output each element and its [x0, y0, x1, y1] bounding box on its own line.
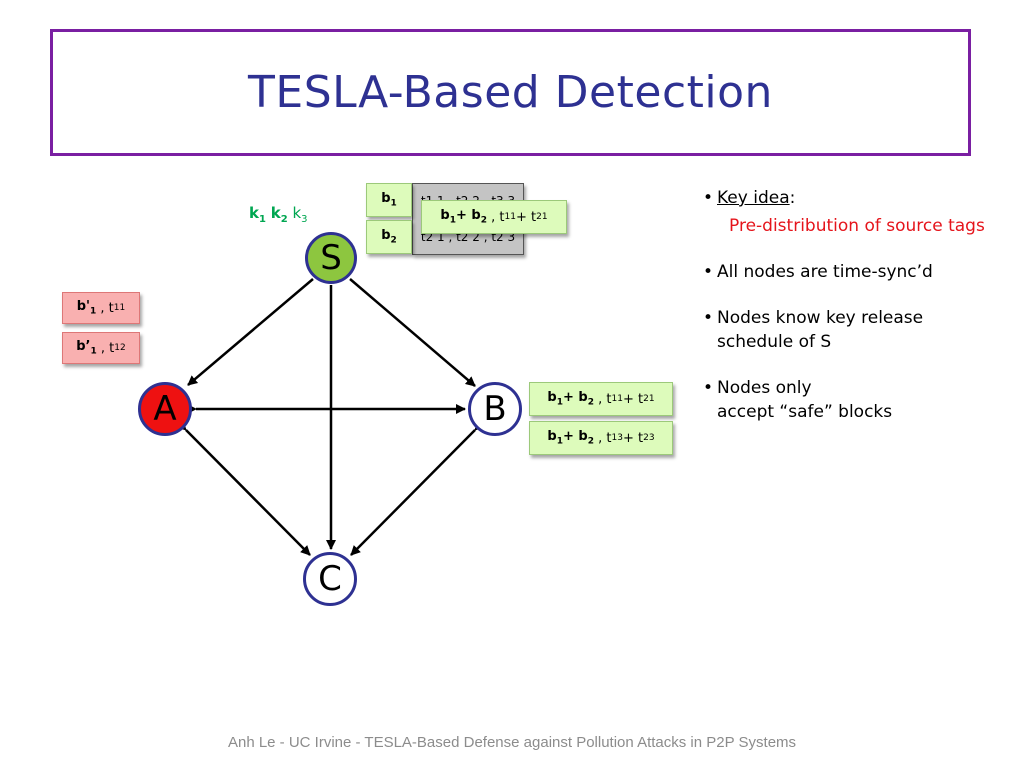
node-c: C [303, 552, 357, 606]
slide-title: TESLA-Based Detection [248, 67, 773, 118]
bullet-key-idea: • Key idea: Pre-distribution of source t… [703, 186, 1018, 238]
title-frame: TESLA-Based Detection [50, 29, 971, 156]
bullet-dot-icon: • [703, 262, 714, 282]
bullet-dot-icon: • [703, 308, 714, 328]
bullet-safe-blocks: • Nodes only accept “safe” blocks [703, 378, 893, 422]
bullet-key-release: • Nodes know key release schedule of S [703, 308, 924, 352]
block-b1: b1 [366, 183, 412, 217]
bullet-time-sync: • All nodes are time-sync’d [703, 262, 933, 282]
bullet-list: • Key idea: Pre-distribution of source t… [703, 186, 1018, 446]
node-b: B [468, 382, 522, 436]
node-source: S [305, 232, 357, 284]
edge-s-b [349, 278, 476, 387]
slide-footer: Anh Le - UC Irvine - TESLA-Based Defense… [227, 734, 797, 751]
edge-a-c [176, 420, 311, 556]
edge-s-a [187, 278, 314, 386]
node-attacker-a: A [138, 382, 192, 436]
bullet-dot-icon: • [703, 378, 714, 398]
block-b2: b2 [366, 220, 412, 254]
key-idea-label: Key idea [717, 188, 790, 208]
key-idea-detail: Pre-distribution of source tags [729, 216, 985, 236]
edge-b-c [350, 420, 485, 556]
bullet-dot-icon: • [703, 188, 714, 208]
key-chain-label: k1 k2 k3 [249, 204, 308, 225]
